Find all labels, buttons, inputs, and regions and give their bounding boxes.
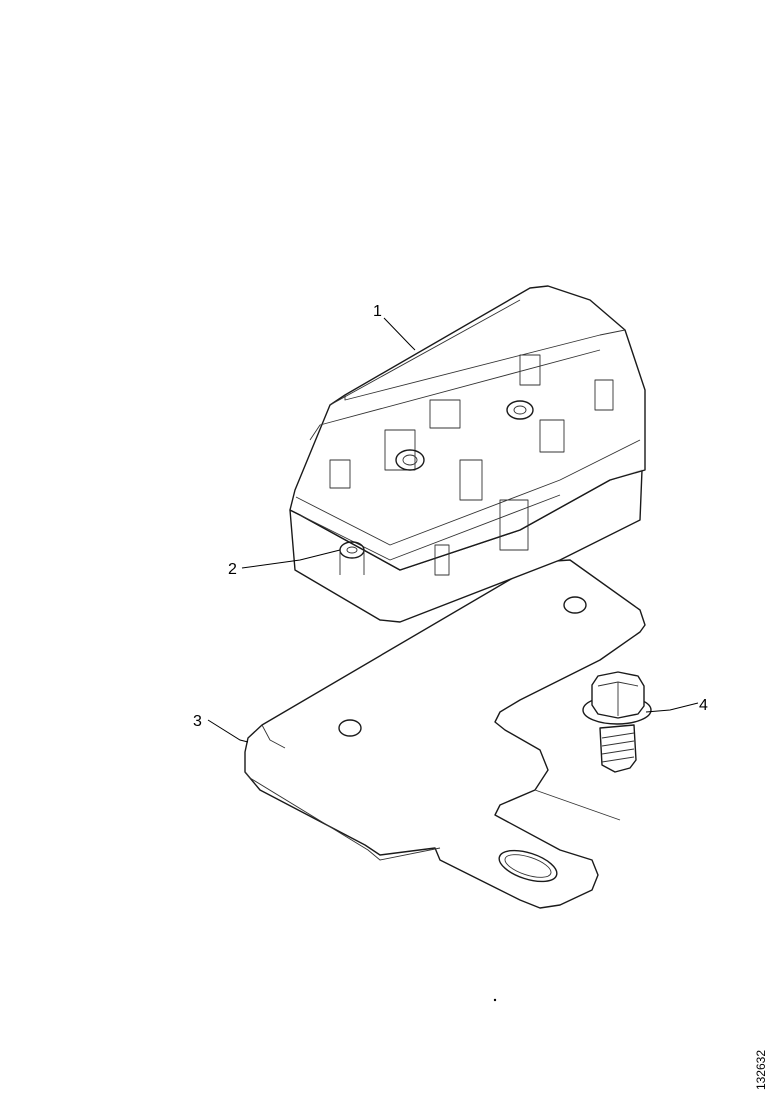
- callout-3: 3: [193, 713, 202, 730]
- callout-leaders: [207, 317, 699, 743]
- callout-1: 1: [373, 303, 382, 320]
- reference-code: 132632: [754, 1049, 768, 1090]
- callout-2: 2: [228, 561, 237, 578]
- flange-bolt: [582, 671, 652, 773]
- mounting-bracket: [244, 559, 646, 909]
- fuse-box-housing: [289, 285, 646, 623]
- callout-4: 4: [699, 697, 708, 714]
- speck-mark: [493, 998, 497, 1002]
